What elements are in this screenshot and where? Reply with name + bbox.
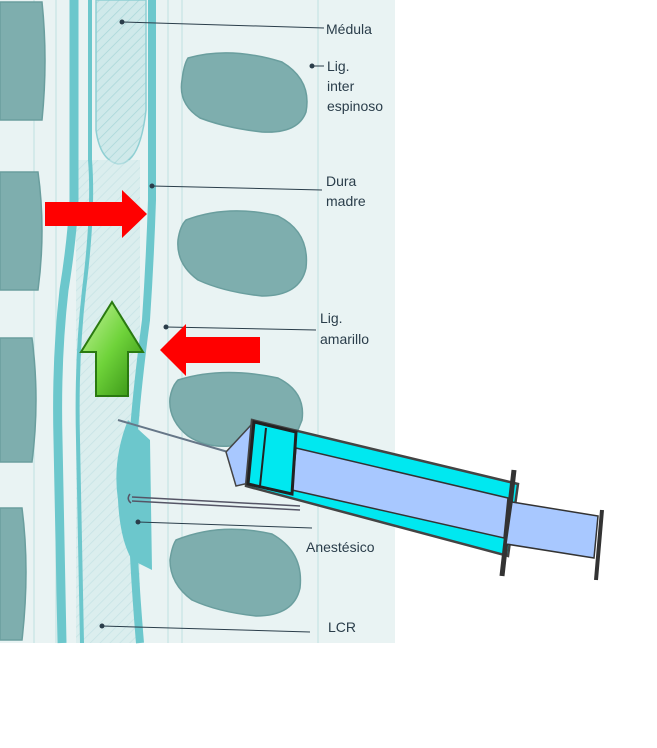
syringe-front-band: [246, 420, 298, 496]
label-medula: Médula: [326, 21, 372, 37]
label-lcr: LCR: [328, 619, 356, 635]
syringe-flange: [499, 469, 517, 577]
green-arrow-up: [79, 300, 145, 397]
syringe-plunger-rod: [505, 501, 599, 559]
vertebral-bodies: [0, 1, 46, 641]
syringe: [117, 418, 604, 581]
red-arrow-left: [160, 324, 260, 376]
needle-tip: [127, 493, 301, 511]
canal-wall-left: [53, 0, 79, 644]
label-lig-inter-line1: Lig.: [327, 58, 350, 74]
cauda-equina: [76, 160, 140, 643]
leader-lines: [101, 21, 325, 633]
leader-dots: [99, 19, 315, 629]
label-dura-line2: madre: [326, 193, 366, 209]
label-lig-amarillo-line2: amarillo: [320, 331, 369, 347]
spinal-cord: [95, 0, 147, 165]
spinous-processes: [169, 52, 308, 617]
red-arrow-right: [45, 190, 147, 238]
label-anestesico: Anestésico: [306, 539, 375, 555]
label-lig-inter-line2: inter: [327, 78, 355, 94]
label-dura-line1: Dura: [326, 173, 357, 189]
needle-shaft: [117, 419, 229, 453]
anesthetic-bulge: [116, 420, 152, 570]
label-lig-amarillo-line1: Lig.: [320, 310, 343, 326]
syringe-plunger-head: [594, 509, 604, 581]
label-lig-inter-line3: espinoso: [327, 98, 383, 114]
